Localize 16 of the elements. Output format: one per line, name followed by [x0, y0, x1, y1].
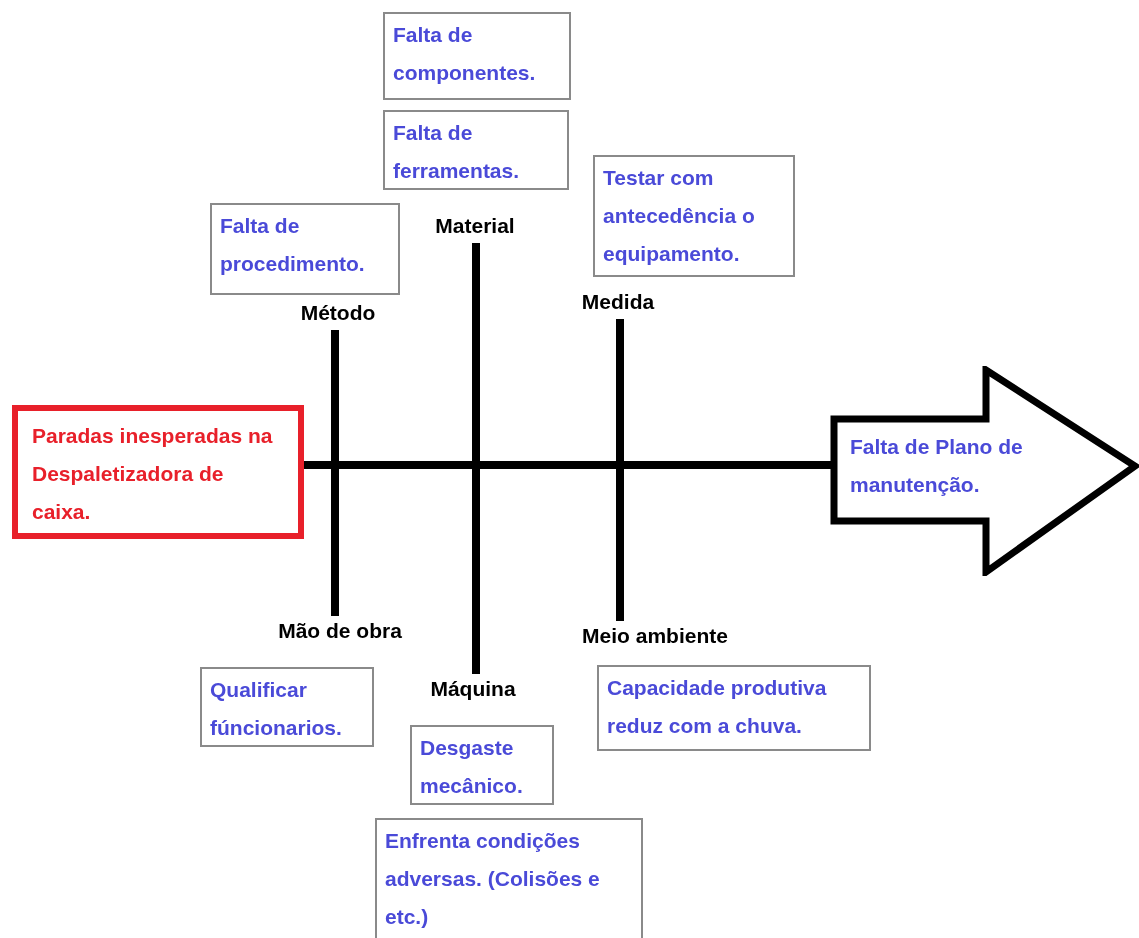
- cause-box: Falta de procedimento.: [210, 203, 400, 295]
- category-label: Método: [278, 300, 398, 326]
- category-label: Medida: [558, 289, 678, 315]
- cause-box: Testar com antecedência o equipamento.: [593, 155, 795, 277]
- category-label: Material: [410, 213, 540, 239]
- cause-box: Qualificar fúncionarios.: [200, 667, 374, 747]
- cause-box: Desgaste mecânico.: [410, 725, 554, 805]
- category-label: Mão de obra: [255, 618, 425, 644]
- cause-box: Enfrenta condições adversas. (Colisões e etc.): [375, 818, 643, 938]
- category-label: Máquina: [410, 676, 536, 702]
- category-label: Meio ambiente: [560, 623, 750, 649]
- problem-box: Paradas inesperadas na Despaletizadora de caixa.: [12, 405, 304, 539]
- effect-arrow: Falta de Plano de manutenção.: [830, 366, 1139, 576]
- cause-box: Falta de componentes.: [383, 12, 571, 100]
- cause-box: Falta de ferramentas.: [383, 110, 569, 190]
- cause-box: Capacidade produtiva reduz com a chuva.: [597, 665, 871, 751]
